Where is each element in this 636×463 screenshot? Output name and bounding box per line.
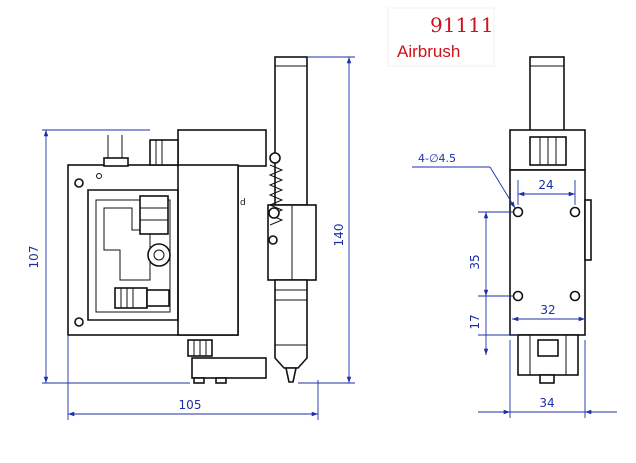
dim-hole-spacing-horizontal: 24: [538, 178, 553, 192]
product-name: Airbrush: [397, 42, 460, 61]
base-block: [191, 357, 267, 379]
dim-overall-width: 105: [179, 398, 202, 412]
inner-valve-knob: [147, 243, 171, 267]
inner-fitting-top: [139, 195, 169, 235]
side-hole: [569, 290, 581, 302]
mounting-hole: [74, 178, 84, 188]
dim-side-width: 34: [539, 396, 554, 410]
airbrush-body: [274, 56, 308, 206]
side-view: 4-∅4.5 24 35 17 32 34: [412, 56, 617, 418]
valve-frame: [87, 189, 179, 321]
dim-hole-callout: 4-∅4.5: [418, 152, 456, 165]
detail-marker: d: [240, 198, 246, 208]
side-airbrush-body: [529, 56, 565, 133]
mounting-hole: [74, 317, 84, 327]
dim-bottom-offset: 17: [468, 314, 482, 329]
dim-nozzle-height: 140: [332, 224, 346, 247]
dim-hole-spacing-vertical: 35: [468, 254, 482, 269]
inner-fitting-bottom: [114, 287, 148, 309]
side-main-plate: [509, 169, 586, 336]
top-bracket: [177, 129, 267, 167]
side-hole: [569, 206, 581, 218]
product-code: 91111: [430, 13, 494, 37]
side-hole: [512, 206, 524, 218]
airbrush-nozzle: [274, 279, 308, 369]
front-view: d 107 105 140: [27, 56, 355, 420]
dim-overall-height: 107: [27, 246, 41, 269]
side-hole: [512, 290, 524, 302]
body-column: [177, 164, 239, 336]
dim-bottom-hole-spacing: 32: [540, 303, 555, 317]
top-fitting: [149, 139, 179, 166]
top-tab: [103, 157, 129, 167]
title-block: 91111 Airbrush: [387, 7, 495, 67]
airbrush-tip: [285, 367, 297, 383]
